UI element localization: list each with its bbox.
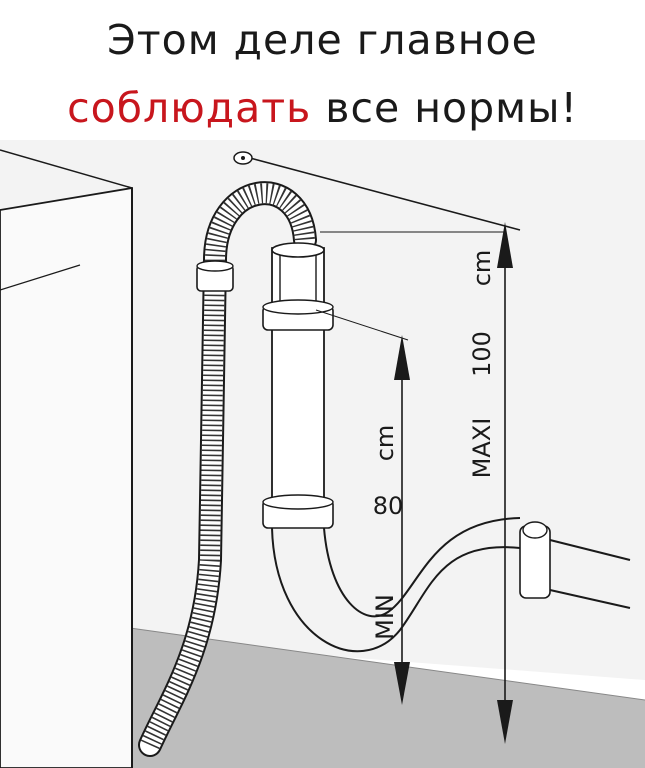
caption-line-1: Этом деле главное <box>107 16 538 64</box>
drain-hose-installation-diagram: MIN 80 cm MAXI 100 cm <box>0 140 645 768</box>
drain-hose <box>138 181 317 757</box>
washing-machine <box>0 186 133 768</box>
min-dimension: MIN 80 cm <box>371 335 410 705</box>
hose-collar <box>196 260 234 292</box>
siphon-trap <box>271 517 631 653</box>
caption-rest: все нормы! <box>311 84 578 132</box>
min-unit: cm <box>371 425 399 462</box>
max-value: 100 <box>468 331 496 377</box>
max-unit: cm <box>468 250 496 287</box>
standpipe <box>262 242 334 529</box>
caption: Этом деле главное соблюдать все нормы! <box>0 0 645 140</box>
floor <box>130 628 645 768</box>
caption-accent-word: соблюдать <box>67 84 312 132</box>
min-value: 80 <box>373 492 404 520</box>
min-label: MIN <box>371 594 399 640</box>
max-dimension: MAXI 100 cm <box>468 222 513 744</box>
hose-wall-clip <box>233 151 253 165</box>
wall-top-edge <box>0 149 133 189</box>
max-label: MAXI <box>468 418 496 479</box>
caption-line-2: соблюдать все нормы! <box>0 82 645 134</box>
